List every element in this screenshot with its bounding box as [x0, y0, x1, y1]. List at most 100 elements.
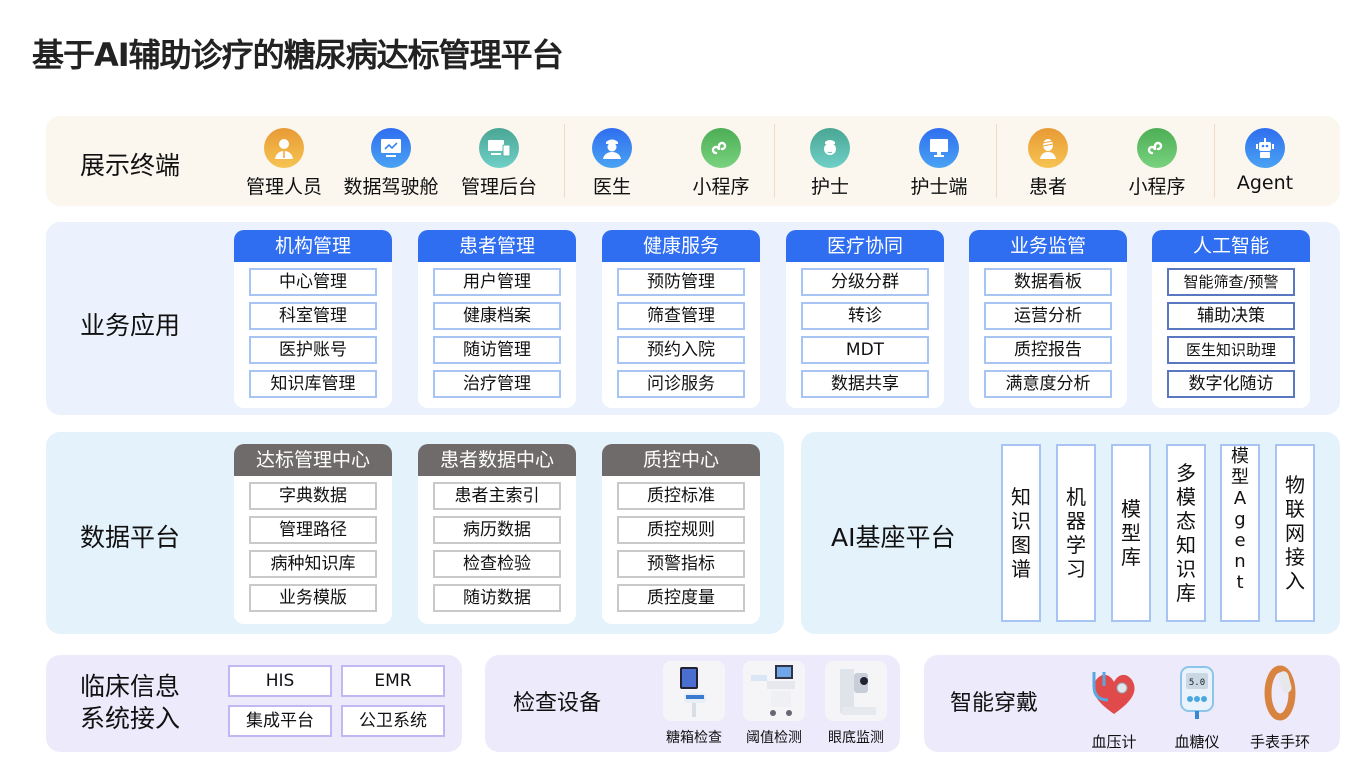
column-header: 质控中心 — [602, 444, 760, 476]
module-item[interactable]: 健康档案 — [433, 302, 561, 330]
module-item[interactable]: 智能筛查/预警 — [1167, 268, 1295, 296]
wearable-item[interactable]: 血压计 — [1074, 665, 1154, 752]
terminal-item[interactable]: 患者 — [993, 128, 1103, 199]
module-item[interactable]: 问诊服务 — [617, 370, 745, 398]
monitor-icon — [919, 128, 959, 168]
heart-stethoscope-icon — [1086, 665, 1142, 721]
column-header: 健康服务 — [602, 230, 760, 262]
ai-capability-char: 库 — [1121, 545, 1141, 569]
column-header: 业务监管 — [969, 230, 1127, 262]
divider — [564, 124, 565, 198]
module-item[interactable]: 字典数据 — [249, 482, 377, 510]
module-item[interactable]: 中心管理 — [249, 268, 377, 296]
module-item[interactable]: 筛查管理 — [617, 302, 745, 330]
data-platform-label: 数据平台 — [80, 523, 181, 552]
system-item[interactable]: EMR — [341, 665, 445, 697]
module-item[interactable]: 科室管理 — [249, 302, 377, 330]
module-item[interactable]: 满意度分析 — [984, 370, 1112, 398]
module-item[interactable]: 分级分群 — [801, 268, 929, 296]
terminal-item[interactable]: 小程序 — [1102, 128, 1212, 199]
exam-device-panel: 检查设备 糖箱检查 阈值检测 眼底监测 — [485, 655, 900, 752]
terminal-item[interactable]: 小程序 — [666, 128, 776, 199]
module-item[interactable]: 辅助决策 — [1167, 302, 1295, 330]
nurse-icon — [810, 128, 850, 168]
wearable-panel: 智能穿戴 血压计 5.0 血糖仪 手表手环 — [924, 655, 1340, 752]
module-item[interactable]: 质控报告 — [984, 336, 1112, 364]
terminal-item[interactable]: 数据驾驶舱 — [336, 128, 446, 199]
ai-capability-char: 谱 — [1011, 557, 1031, 581]
business-column: 业务监管 数据看板 运营分析 质控报告 满意度分析 — [969, 230, 1127, 408]
data-platform-panel: 数据平台 达标管理中心 字典数据 管理路径 病种知识库 业务模版 患者数据中心 … — [46, 432, 784, 634]
business-column: 机构管理 中心管理 科室管理 医护账号 知识库管理 — [234, 230, 392, 408]
ai-capability-item[interactable]: 机器学习 — [1056, 444, 1096, 622]
module-item[interactable]: 数据共享 — [801, 370, 929, 398]
module-item[interactable]: 病历数据 — [433, 516, 561, 544]
terminal-item[interactable]: 管理后台 — [444, 128, 554, 199]
terminal-label: 小程序 — [1128, 176, 1186, 198]
system-item[interactable]: 集成平台 — [228, 705, 332, 737]
wearable-item[interactable]: 手表手环 — [1240, 665, 1320, 752]
module-item[interactable]: 质控规则 — [617, 516, 745, 544]
ai-capability-item[interactable]: 物联网接入 — [1275, 444, 1315, 622]
terminal-label: 数据驾驶舱 — [343, 176, 439, 198]
ai-capability-char: 模 — [1121, 497, 1141, 521]
wearable-item[interactable]: 5.0 血糖仪 — [1157, 665, 1237, 752]
device-label: 眼底监测 — [828, 730, 884, 746]
module-item[interactable]: 医护账号 — [249, 336, 377, 364]
data-column: 达标管理中心 字典数据 管理路径 病种知识库 业务模版 — [234, 444, 392, 624]
ai-capability-char: 模 — [1176, 485, 1196, 509]
module-item[interactable]: 管理路径 — [249, 516, 377, 544]
module-item[interactable]: 质控标准 — [617, 482, 745, 510]
ai-capability-char: 多 — [1176, 461, 1196, 485]
devices-icon — [479, 128, 519, 168]
system-item[interactable]: HIS — [228, 665, 332, 697]
module-item[interactable]: 随访管理 — [433, 336, 561, 364]
module-item[interactable]: MDT — [801, 336, 929, 364]
clinical-system-label: 临床信息 系统接入 — [80, 671, 180, 735]
module-item[interactable]: 用户管理 — [433, 268, 561, 296]
module-item[interactable]: 医生知识助理 — [1167, 336, 1295, 364]
business-column: 医疗协同 分级分群 转诊 MDT 数据共享 — [786, 230, 944, 408]
device-item[interactable]: 糖箱检查 — [659, 661, 729, 747]
module-item[interactable]: 转诊 — [801, 302, 929, 330]
fundus-camera-icon — [825, 661, 887, 721]
ai-capability-char: 习 — [1066, 557, 1086, 581]
column-header: 患者数据中心 — [418, 444, 576, 476]
terminal-item[interactable]: 护士 — [775, 128, 885, 199]
module-item[interactable]: 随访数据 — [433, 584, 561, 612]
module-item[interactable]: 质控度量 — [617, 584, 745, 612]
mini-program-icon — [701, 128, 741, 168]
device-item[interactable]: 阈值检测 — [739, 661, 809, 747]
smart-band-icon — [1252, 665, 1308, 721]
module-item[interactable]: 数据看板 — [984, 268, 1112, 296]
ai-capability-item[interactable]: 知识图谱 — [1001, 444, 1041, 622]
module-item[interactable]: 预警指标 — [617, 550, 745, 578]
ai-capability-char: 型 — [1231, 467, 1249, 488]
module-item[interactable]: 治疗管理 — [433, 370, 561, 398]
doctor-icon — [592, 128, 632, 168]
terminal-label: 管理后台 — [460, 176, 537, 198]
ai-capability-item[interactable]: 模型库 — [1111, 444, 1151, 622]
module-item[interactable]: 预防管理 — [617, 268, 745, 296]
module-item[interactable]: 预约入院 — [617, 336, 745, 364]
module-item[interactable]: 患者主索引 — [433, 482, 561, 510]
ai-capability-char: 识 — [1011, 509, 1031, 533]
display-terminal-panel: 展示终端 管理人员 数据驾驶舱 管理后台 医生 小程序 护士 — [46, 116, 1340, 206]
terminal-label: 患者 — [1028, 176, 1067, 198]
module-item[interactable]: 业务模版 — [249, 584, 377, 612]
module-item[interactable]: 运营分析 — [984, 302, 1112, 330]
terminal-item[interactable]: 管理人员 — [229, 128, 339, 199]
threshold-test-device-icon — [743, 661, 805, 721]
module-item[interactable]: 数字化随访 — [1167, 370, 1295, 398]
terminal-item[interactable]: 护士端 — [884, 128, 994, 199]
device-item[interactable]: 眼底监测 — [821, 661, 891, 747]
module-item[interactable]: 知识库管理 — [249, 370, 377, 398]
module-item[interactable]: 检查检验 — [433, 550, 561, 578]
column-header: 医疗协同 — [786, 230, 944, 262]
terminal-item[interactable]: 医生 — [557, 128, 667, 199]
terminal-item[interactable]: Agent — [1210, 128, 1320, 194]
ai-capability-item[interactable]: 多模态知识库 — [1166, 444, 1206, 622]
module-item[interactable]: 病种知识库 — [249, 550, 377, 578]
system-item[interactable]: 公卫系统 — [341, 705, 445, 737]
